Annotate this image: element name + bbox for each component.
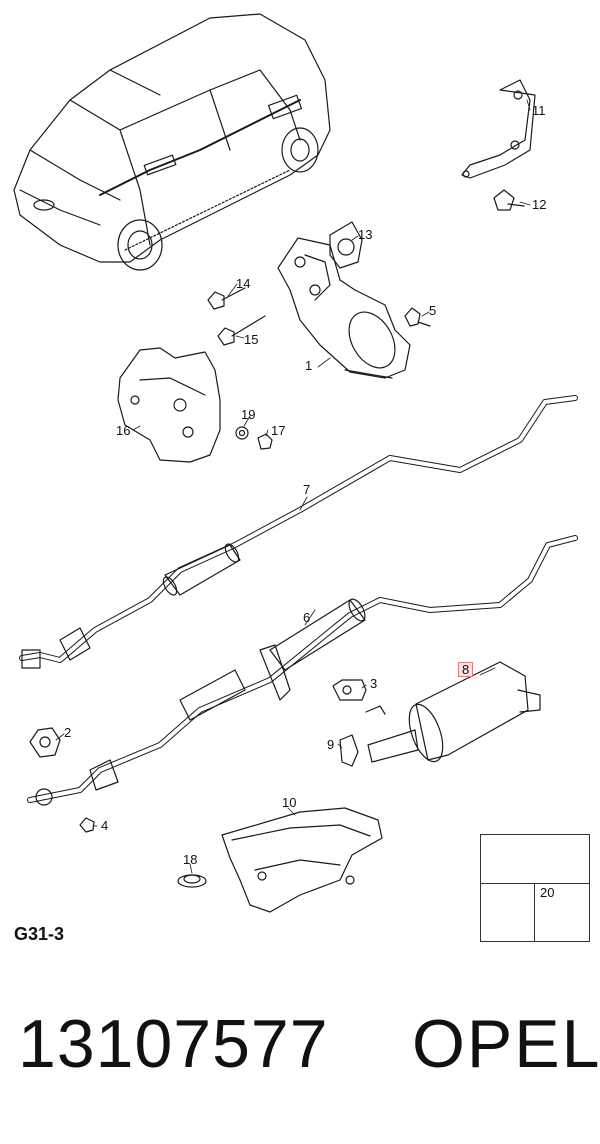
callout-16: 16 bbox=[116, 423, 131, 438]
bolt bbox=[493, 189, 525, 211]
stud-bolts bbox=[207, 287, 266, 346]
washer-and-nut bbox=[235, 426, 273, 450]
callout-5: 5 bbox=[429, 303, 437, 318]
flange-gasket bbox=[29, 727, 95, 833]
callout-1: 1 bbox=[305, 358, 313, 373]
leader-lines bbox=[55, 99, 531, 874]
legend-manual-cell bbox=[481, 835, 589, 884]
exhaust-pipe-middle bbox=[27, 535, 578, 806]
legend-number: 20 bbox=[540, 885, 555, 900]
figure-reference: G31-3 bbox=[14, 924, 65, 944]
callout-11: 11 bbox=[532, 103, 546, 118]
callout-14: 14 bbox=[236, 276, 251, 291]
legend-box bbox=[480, 834, 590, 942]
callout-12: 12 bbox=[532, 197, 547, 212]
callout-2: 2 bbox=[64, 725, 72, 740]
rear-muffler bbox=[367, 661, 541, 763]
exhaust-pipe-front bbox=[19, 395, 578, 669]
callout-8: 8 bbox=[458, 662, 474, 677]
bracket bbox=[461, 79, 536, 179]
catalytic-converter bbox=[277, 237, 411, 379]
underbody-heat-shield bbox=[221, 807, 383, 913]
grommet bbox=[177, 874, 207, 888]
legend-oil-cell bbox=[481, 884, 535, 941]
clamp bbox=[339, 705, 386, 767]
callout-17: 17 bbox=[271, 423, 286, 438]
callout-3: 3 bbox=[370, 676, 378, 691]
brand-name: OPEL bbox=[412, 1006, 600, 1082]
callout-9: 9 bbox=[327, 737, 335, 752]
gasket bbox=[329, 221, 363, 269]
callout-19: 19 bbox=[241, 407, 256, 422]
car-illustration bbox=[13, 13, 331, 271]
callout-4: 4 bbox=[101, 818, 109, 833]
heat-shield bbox=[117, 347, 221, 463]
rubber-mount bbox=[332, 679, 367, 701]
callout-6: 6 bbox=[303, 610, 311, 625]
exhaust-system-diagram bbox=[13, 13, 578, 937]
callout-13: 13 bbox=[358, 227, 373, 242]
callout-7: 7 bbox=[303, 482, 311, 497]
part-number: 13107577 bbox=[18, 1006, 329, 1082]
callout-15: 15 bbox=[244, 332, 259, 347]
bolt bbox=[404, 307, 431, 327]
callout-10: 10 bbox=[282, 795, 297, 810]
callout-18: 18 bbox=[183, 852, 198, 867]
